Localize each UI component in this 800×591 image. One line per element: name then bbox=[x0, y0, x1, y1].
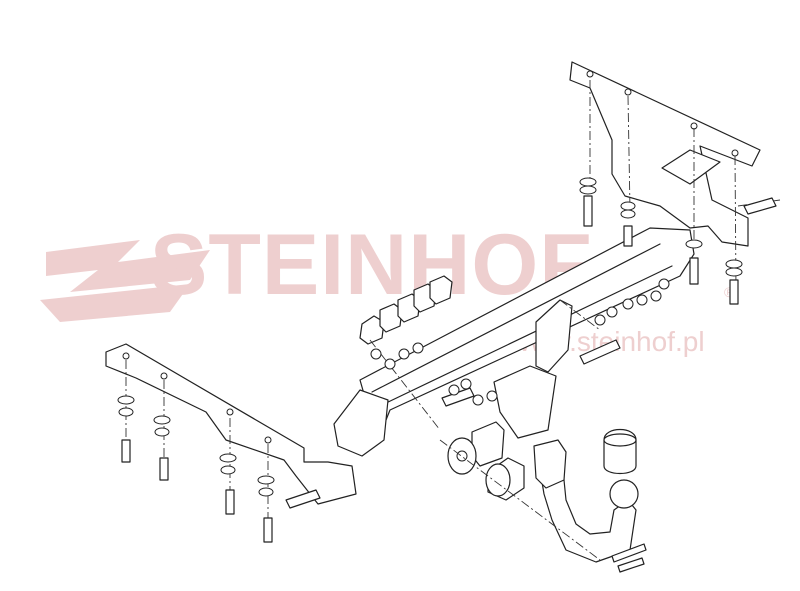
nuts-and-washers bbox=[117, 177, 743, 497]
socket-plate bbox=[447, 437, 477, 475]
electrical-socket bbox=[471, 421, 525, 501]
ball-cover bbox=[603, 428, 637, 475]
left-mounting-bracket bbox=[105, 343, 357, 505]
bolts bbox=[121, 195, 777, 573]
watermark-registered-mark: ® bbox=[724, 284, 735, 300]
tow-ball-assembly bbox=[533, 439, 639, 563]
watermark-brand: STEINHOF bbox=[150, 217, 593, 313]
right-mounting-bracket bbox=[569, 61, 761, 247]
spacer-plates bbox=[359, 275, 453, 345]
crossbar bbox=[333, 227, 695, 457]
